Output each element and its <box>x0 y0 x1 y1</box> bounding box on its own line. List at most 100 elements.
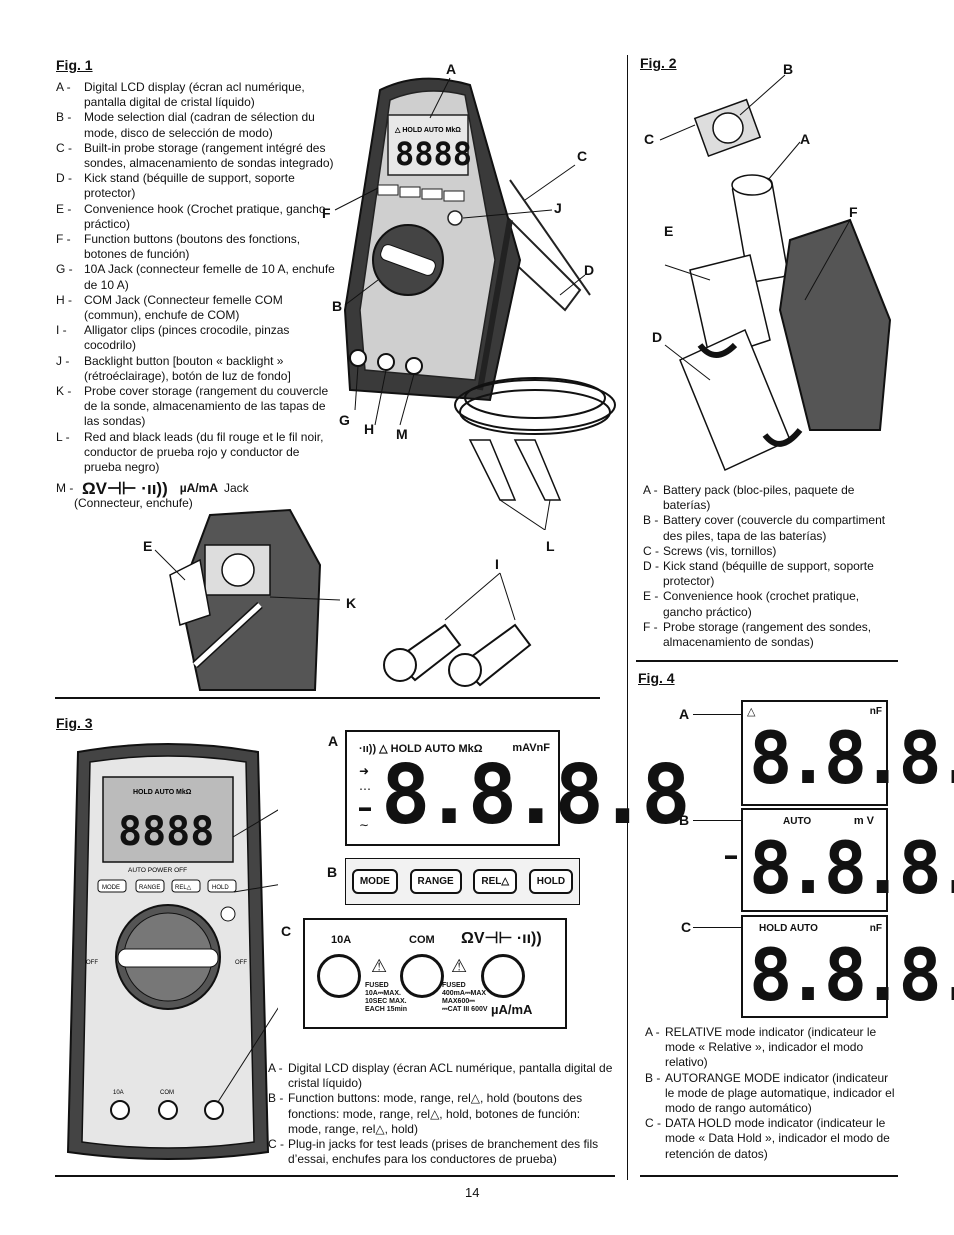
fig2-callout-a: A <box>800 131 811 147</box>
svg-text:8888: 8888 <box>395 135 472 173</box>
fig4-legend: A -RELATIVE mode indicator (indicateur l… <box>645 1025 897 1162</box>
callout-m: M <box>396 426 408 442</box>
lcd-side-icons: ➜⋯▬∼ <box>359 764 371 832</box>
fig2-bottom-rule <box>636 660 898 662</box>
fig3-callout-c: C <box>281 923 292 939</box>
off-label-left: OFF <box>86 960 98 966</box>
callout-h: H <box>364 421 375 437</box>
rel-button[interactable]: REL△ <box>473 869 518 894</box>
fuse-info-10a: FUSED 10A⎓MAX. 10SEC MAX. EACH 15min <box>365 982 408 1013</box>
legend-item: F -Function buttons (boutons des fonctio… <box>56 232 301 262</box>
legend-item: A -Digital LCD display (écran acl numéri… <box>56 80 305 110</box>
hold-button[interactable]: HOLD <box>528 869 574 894</box>
fuse-info-ma: FUSED 400mA⎓MAX MAX600⎓ ⎓CAT III 600V <box>442 982 488 1013</box>
fig3-jacks-zoom: 10A COM ΩV⊣⊢ ·ıı)) ⚠ ⚠ FUSED 10A⎓MAX. 10… <box>303 918 567 1029</box>
fig3-buttons-zoom: MODE RANGE REL△ HOLD <box>345 858 580 905</box>
legend-item: C -DATA HOLD mode indicator (indicateur … <box>645 1116 890 1161</box>
mini-range-label: RANGE <box>139 885 160 891</box>
callout-a: A <box>446 61 457 77</box>
fig1-meter-illustration: △ HOLD AUTO MkΩ 8888 <box>334 77 616 530</box>
callout-c: C <box>577 148 588 164</box>
fig3-title: Fig. 3 <box>56 715 93 731</box>
legend-item: J -Backlight button [bouton « backlight … <box>56 353 291 383</box>
callout-j: J <box>554 200 562 216</box>
lcd-data-hold: HOLD AUTO nF 8.8.8.8 <box>741 915 954 1018</box>
callout-e: E <box>143 538 153 554</box>
legend-item: H -COM Jack (Connecteur femelle COM (com… <box>56 292 283 323</box>
mini-auto-power-off: AUTO POWER OFF <box>128 867 187 874</box>
jack-v-ohm[interactable] <box>481 954 525 998</box>
legend-item: C -Built-in probe storage (rangement int… <box>56 140 334 171</box>
mini-mk: MkΩ <box>176 789 192 796</box>
callout-l: L <box>546 538 555 554</box>
fig4-leader-c <box>693 927 741 928</box>
mini-10a-label: 10A <box>113 1090 124 1096</box>
mini-hold-label: HOLD <box>212 885 229 891</box>
callout-d: D <box>584 262 595 278</box>
fig2-callout-f: F <box>849 204 858 220</box>
fig2-title: Fig. 2 <box>640 55 677 71</box>
range-button[interactable]: RANGE <box>409 869 462 894</box>
fig4-callout-c: C <box>681 919 692 935</box>
callout-k: K <box>346 595 357 611</box>
fig3-callout-b: B <box>327 864 338 880</box>
legend-item: D -Kick stand (béquille de support, sopo… <box>56 171 295 201</box>
callout-g: G <box>339 412 350 428</box>
jack-com[interactable] <box>400 954 444 998</box>
mini-com-label: COM <box>160 1090 174 1096</box>
legend-item-m: M - ΩV⊣⊢ ·ıı)) µA/mA Jack <box>56 479 249 499</box>
legend-item: C -Plug-in jacks for test leads (prises … <box>268 1137 599 1167</box>
legend-item: E -Convenience hook (crochet pratique, g… <box>643 589 860 619</box>
fig4-leader-a <box>693 714 741 715</box>
legend-item: F -Probe storage (rangement des sondes, … <box>643 619 872 650</box>
legend-item: L -Red and black leads (du fil rouge et … <box>56 429 324 475</box>
legend-item: B -Function buttons: mode, range, rel△, … <box>268 1091 583 1136</box>
fig4-leader-b <box>693 820 741 821</box>
legend-item: G -10A Jack (connecteur femelle de 10 A,… <box>56 262 335 292</box>
fig4-bottom-rule <box>640 1175 898 1177</box>
jack-10a[interactable] <box>317 954 361 998</box>
fig2-battery-illustration <box>659 74 892 472</box>
fig1-legend: A -Digital LCD display (écran acl numéri… <box>56 80 340 512</box>
alligator-clips-illustration <box>383 572 532 687</box>
fig4-callout-b: B <box>679 812 690 828</box>
fig2-callout-c: C <box>644 131 655 147</box>
page-number: 14 <box>465 1185 480 1200</box>
svg-text:△ HOLD AUTO MkΩ: △ HOLD AUTO MkΩ <box>394 127 461 134</box>
fig2-callout-e: E <box>664 223 674 239</box>
lcd-autorange: AUTO m V ▬ 8.8.8.8 <box>725 808 954 912</box>
legend-item: D -Kick stand (béquille de support, sopo… <box>643 559 874 589</box>
legend-item: A -Battery pack (bloc-piles, paquete de … <box>643 483 855 513</box>
fig3-bottom-rule <box>55 1175 615 1177</box>
jack-symbols: ΩV⊣⊢ ·ıı)) <box>82 479 168 499</box>
legend-item: A -RELATIVE mode indicator (indicateur l… <box>645 1025 877 1070</box>
callout-f: F <box>322 205 331 221</box>
fig4-title: Fig. 4 <box>638 670 675 686</box>
mode-button[interactable]: MODE <box>351 869 398 894</box>
probe-cover-illustration <box>154 508 340 691</box>
fig3-lcd-zoom: ·ıı)) △ HOLD AUTO MkΩ mAVnF ➜⋯▬∼ 8.8.8.8 <box>345 730 691 846</box>
lcd-relative: △ nF 8.8.8.8 <box>741 700 954 806</box>
legend-item: C -Screws (vis, tornillos) <box>643 543 777 558</box>
mini-mode-label: MODE <box>102 885 120 891</box>
mini-rel-label: REL△ <box>175 885 192 891</box>
callout-i: I <box>495 556 499 572</box>
callout-b: B <box>332 298 343 314</box>
fig1-title: Fig. 1 <box>56 57 93 73</box>
legend-item: K -Probe cover storage (rangement du cou… <box>56 384 329 429</box>
legend-item: I -Alligator clips (pinces crocodile, pi… <box>56 323 290 353</box>
fig2-callout-d: D <box>652 329 663 345</box>
fig2-callout-b: B <box>783 61 794 77</box>
legend-item: B -Battery cover (couvercle du compartim… <box>643 513 886 543</box>
fig3-legend: A -Digital LCD display (écran ACL numéri… <box>268 1061 613 1167</box>
fig3-callout-a: A <box>328 733 339 749</box>
minus-sign: ▬ <box>725 848 737 862</box>
fig4-callout-a: A <box>679 706 690 722</box>
svg-text:8888: 8888 <box>118 809 214 855</box>
off-label-right: OFF <box>235 960 247 966</box>
legend-item-m-desc: (Connecteur, enchufe) <box>74 496 193 511</box>
fig2-legend: A -Battery pack (bloc-piles, paquete de … <box>643 483 898 650</box>
legend-item: B -Mode selection dial (cadran de sélect… <box>56 110 315 140</box>
fig3-meter-front: HOLD AUTO MkΩ 8888 AUTO POWER OFF MODE R… <box>66 743 278 1160</box>
legend-item: E -Convenience hook (Crochet pratique, g… <box>56 201 326 231</box>
